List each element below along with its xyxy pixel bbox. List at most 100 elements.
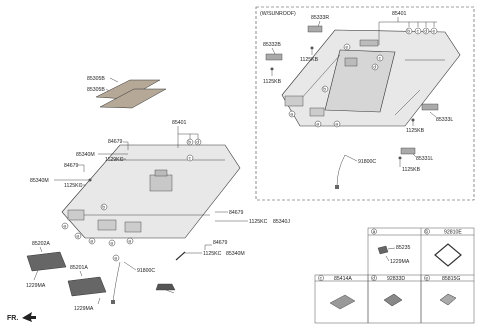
- svg-text:85414A: 85414A: [334, 276, 352, 282]
- sunvisor-right: [67, 276, 107, 297]
- legend-c: c 85414A: [318, 275, 356, 310]
- sunroof-variant-frame: [255, 6, 475, 201]
- legend-c-icon: [329, 294, 356, 310]
- screw-1125KB-a: [310, 46, 314, 50]
- legend-e-icon: [439, 293, 457, 306]
- svg-text:e: e: [346, 45, 349, 50]
- svg-text:b: b: [407, 29, 410, 34]
- svg-text:c: c: [379, 56, 382, 61]
- label-85340M-c: 85340M: [226, 251, 245, 257]
- svg-text:e: e: [433, 29, 436, 34]
- main-callout-a3: a: [88, 237, 96, 245]
- sunroof-callout-d2: d: [371, 63, 379, 71]
- label-1129KC: 1129KC: [105, 157, 124, 163]
- svg-text:c: c: [320, 276, 323, 281]
- legend-b: b 92810E: [424, 228, 462, 267]
- sunroof-label-91800C: 91800C: [358, 159, 376, 165]
- svg-text:a: a: [373, 229, 376, 234]
- label-1125KC-b: 1125KC: [249, 219, 268, 225]
- screw-1125KB-d: [398, 156, 402, 160]
- sunroof-part-number: 85401: [392, 11, 407, 17]
- svg-text:b: b: [188, 140, 191, 145]
- sunvisor-holder-left: [265, 53, 283, 61]
- label-1125KC-a: 1125KC: [64, 183, 83, 189]
- sunroof-label-1125KB-b: 1125KB: [263, 79, 282, 85]
- label-85340J: 85340J: [273, 219, 290, 225]
- main-callout-d1: d: [194, 138, 202, 146]
- sunroof-wiring: [336, 154, 358, 187]
- main-callout-c1: c: [186, 154, 194, 162]
- svg-text:b: b: [323, 87, 326, 92]
- sunroof-headliner: [281, 29, 461, 127]
- sunroof-callout-a1: a: [288, 110, 296, 118]
- sunroof-callout-b1: b: [405, 27, 413, 35]
- main-callout-a1: a: [61, 222, 69, 230]
- main-part-number: 85401: [172, 120, 187, 126]
- sunroof-callout-b2: b: [321, 85, 329, 93]
- label-1229MA-b: 1229MA: [74, 306, 94, 312]
- sunroof-callout-c2: c: [376, 54, 384, 62]
- sunroof-callout-e2: e: [343, 43, 351, 51]
- label-85202A: 85202A: [32, 241, 50, 247]
- screw-1125KB-c: [411, 118, 415, 122]
- svg-text:92833D: 92833D: [387, 276, 405, 282]
- label-85305B-top: 85305B: [87, 76, 105, 82]
- main-callout-a2: a: [74, 232, 82, 240]
- sunroof-label-1125KB-c: 1125KB: [406, 128, 425, 134]
- sunroof-callout-d1: d: [422, 27, 430, 35]
- legend-b-icon: [434, 243, 462, 267]
- legend-d: d 92833D: [371, 275, 405, 307]
- svg-text:d: d: [373, 65, 376, 70]
- sunroof-callout-a2: a: [314, 120, 322, 128]
- legend-d-icon: [383, 293, 403, 307]
- svg-text:a: a: [335, 122, 338, 127]
- svg-text:a: a: [290, 112, 293, 117]
- insulation-pad-lower: [99, 88, 167, 109]
- sunvisor-left: [26, 251, 67, 272]
- label-85340M-b: 85340M: [30, 178, 49, 184]
- main-callout-b2: b: [100, 203, 108, 211]
- main-connector: [111, 300, 115, 304]
- svg-text:85235: 85235: [396, 245, 411, 251]
- svg-text:d: d: [372, 276, 375, 281]
- svg-text:a: a: [110, 241, 113, 246]
- svg-text:c: c: [189, 156, 192, 161]
- label-84679-c: 84679: [229, 210, 244, 216]
- label-84679-d: 84679: [213, 240, 228, 246]
- label-84679-a: 84679: [108, 139, 123, 145]
- svg-text:c: c: [417, 29, 420, 34]
- sunroof-label-85332B: 85332B: [263, 42, 281, 48]
- main-callout-a5: a: [126, 237, 134, 245]
- main-callout-a6: a: [112, 254, 120, 262]
- svg-text:a: a: [114, 256, 117, 261]
- svg-text:d: d: [196, 140, 199, 145]
- clip-84679-b: [88, 178, 92, 182]
- legend-a: a 85235 1229MA: [371, 228, 411, 265]
- main-callout-a4: a: [108, 239, 116, 247]
- sunvisor-holder-right: [307, 25, 323, 33]
- svg-text:a: a: [63, 224, 66, 229]
- front-direction-label: FR.: [7, 315, 18, 322]
- sunroof-label-85331L: 85331L: [416, 156, 433, 162]
- sunroof-label-85333L: 85333L: [436, 117, 453, 123]
- label-84679-b: 84679: [64, 163, 79, 169]
- svg-text:e: e: [426, 276, 429, 281]
- svg-text:85815G: 85815G: [442, 276, 460, 282]
- svg-text:1229MA: 1229MA: [390, 259, 410, 265]
- overhead-console: [155, 283, 176, 291]
- sunvisor-holder-l2: [421, 103, 439, 111]
- label-1229MA-a: 1229MA: [26, 283, 46, 289]
- label-85305B-bottom: 85305B: [87, 87, 105, 93]
- svg-text:a: a: [76, 234, 79, 239]
- sunroof-title: (W/SUNROOF): [260, 11, 296, 17]
- svg-text:a: a: [90, 239, 93, 244]
- sunroof-label-85333R: 85333R: [311, 15, 329, 21]
- svg-text:d: d: [424, 29, 427, 34]
- legend-grid: [314, 227, 475, 324]
- sunroof-label-1125KB-d: 1125KB: [402, 167, 421, 173]
- label-85340M-a: 85340M: [76, 152, 95, 158]
- sunroof-callout-a3: a: [333, 120, 341, 128]
- svg-text:b: b: [425, 229, 428, 234]
- label-1125KC-c: 1125KC: [203, 251, 222, 257]
